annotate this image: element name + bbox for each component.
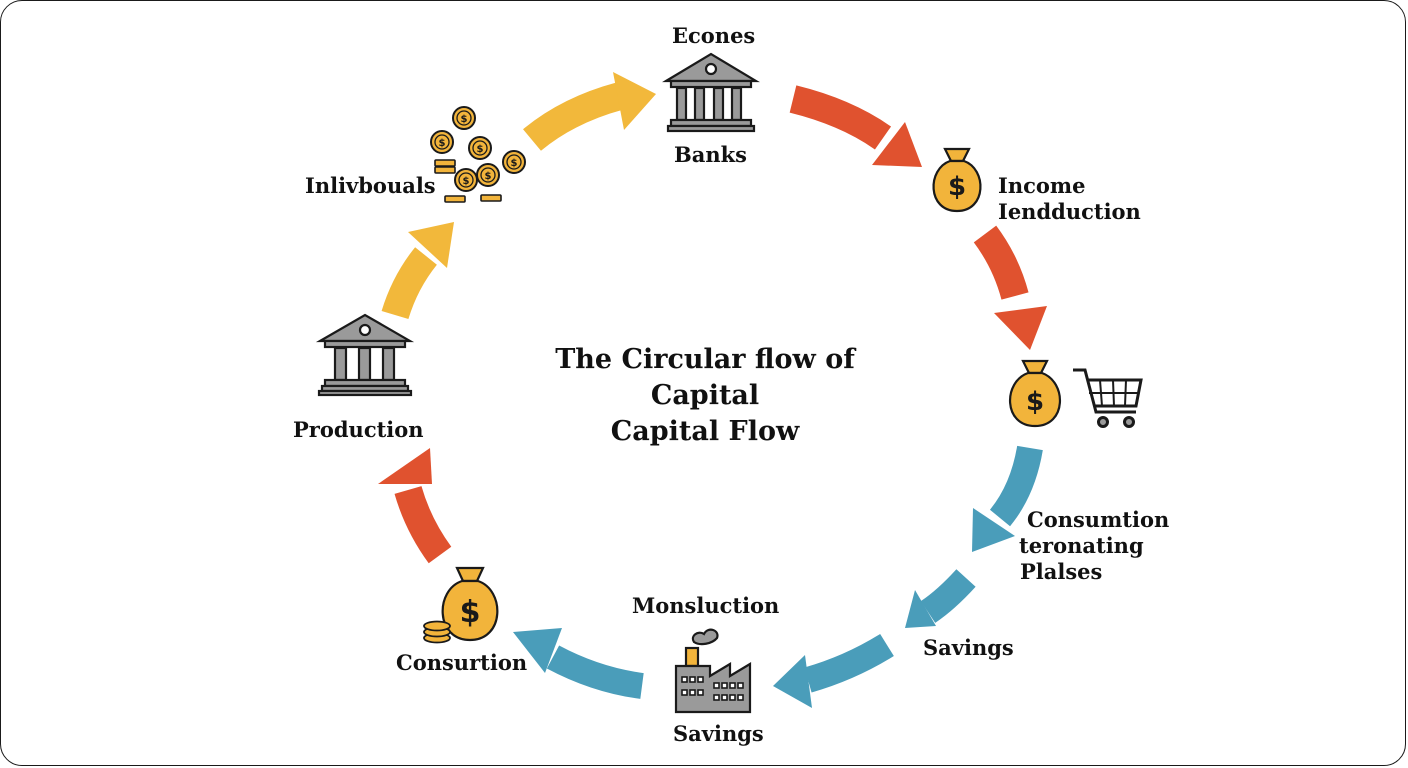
arrow-factory-to-consurtion [513,628,644,699]
factory-icon [674,628,752,714]
label-consumption-line2: teronating [1019,533,1144,558]
arrow-production-upward [378,448,452,564]
shopping-cart-icon [1073,368,1143,428]
arrow-individuals-to-banks [523,72,656,151]
label-monsluction: Monsluction [632,593,780,618]
label-savings-right: Savings [923,635,1014,660]
label-consurtion: Consurtion [396,650,528,675]
label-consumption-line1: Consumtion [1027,507,1170,532]
label-consumption-line3: Plalses [1020,559,1103,584]
money-bag-icon: $ [932,147,982,213]
arrow-banks-to-income [789,85,922,167]
diagram-title: The Circular flow of Capital Capital Flo… [540,342,870,450]
coins-icon [423,620,451,644]
title-line-2: Capital [650,380,760,411]
label-banks: Banks [674,142,747,167]
label-econes: Econes [672,23,756,48]
label-income-line1: Income [998,173,1086,198]
svg-text:$: $ [948,172,966,202]
bank-icon [315,313,415,397]
title-line-3: Capital Flow [610,416,800,447]
label-savings-bottom: Savings [673,721,764,746]
title-line-1: The Circular flow of [555,344,855,375]
arrow-production-to-individuals [381,222,454,320]
arrow-consumption-down [972,445,1043,552]
svg-text:$: $ [1026,387,1044,417]
arrow-savings-to-factory [773,633,894,708]
label-individuals: Inlivbouals [305,173,436,198]
coins-icon [430,106,526,203]
label-production: Production [293,417,424,442]
arrow-income-to-consumption [973,225,1047,350]
money-bag-icon: $ [441,566,499,642]
svg-text:$: $ [460,595,481,630]
arrow-to-savings-right [905,569,976,628]
money-bag-icon: $ [1008,359,1062,428]
bank-icon [662,52,760,133]
label-income-line2: Iendduction [998,199,1141,224]
